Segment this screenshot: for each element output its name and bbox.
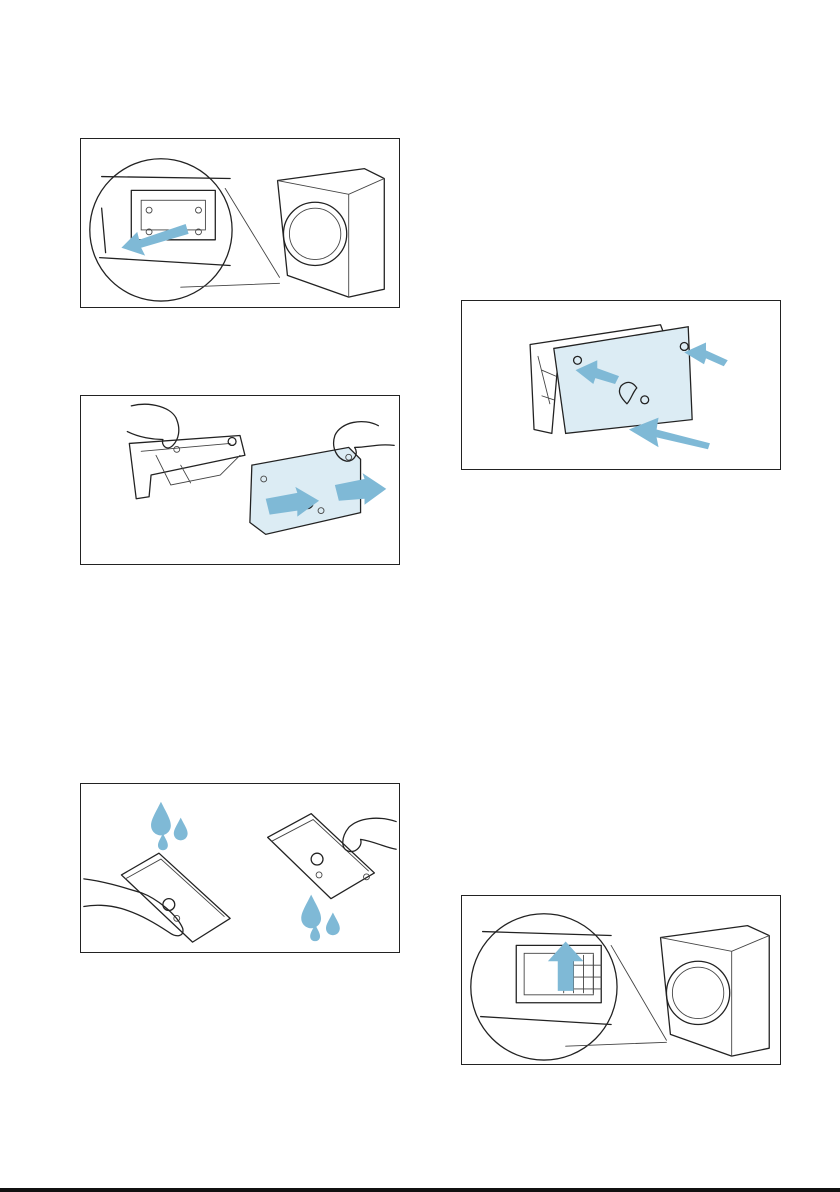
filter-housing: [481, 932, 611, 1025]
hand-icon: [84, 879, 183, 936]
arrow-icon: [548, 941, 584, 990]
filter-panel: [554, 327, 692, 434]
filter-panel: [121, 853, 230, 942]
figure-reassemble-filter: [461, 300, 781, 470]
filter-panel: [268, 814, 375, 899]
water-drop-icon: [301, 895, 340, 941]
water-drop-icon: [151, 802, 188, 850]
filter-frame: [129, 436, 245, 499]
magnifier-circle-icon: [471, 914, 617, 1060]
figure-insert-filter: [461, 895, 781, 1065]
dryer-icon: [278, 169, 385, 297]
arrow-icon: [684, 343, 727, 367]
remove-filter-illustration: [81, 139, 399, 307]
insert-filter-illustration: [462, 896, 780, 1064]
hand-icon: [343, 818, 396, 851]
rinse-filter-illustration: [81, 784, 399, 952]
dryer-icon: [661, 926, 770, 1056]
filter-housing: [100, 177, 230, 266]
figure-rinse-filter: [80, 783, 400, 953]
figure-separate-filter: [80, 395, 400, 565]
reassemble-filter-illustration: [462, 301, 780, 469]
separate-filter-illustration: [81, 396, 399, 564]
figure-remove-filter: [80, 138, 400, 308]
page-bottom-rule: [0, 1188, 840, 1192]
